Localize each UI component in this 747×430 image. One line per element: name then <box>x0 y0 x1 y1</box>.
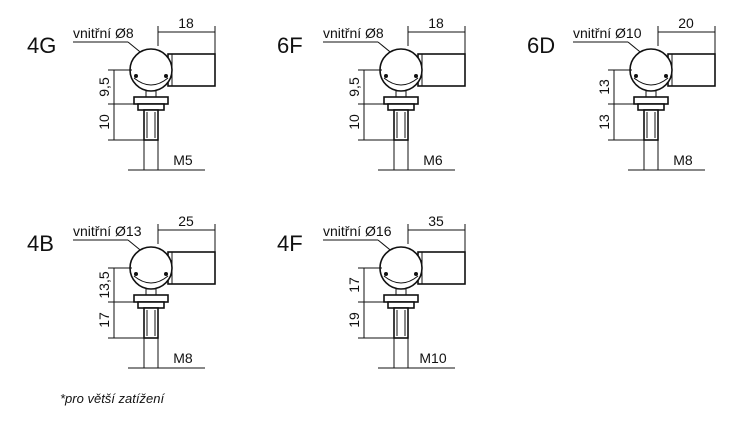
hex-collar <box>633 96 669 105</box>
thread-label: M5 <box>173 152 193 168</box>
ball-detail-right <box>164 74 168 78</box>
lower-height-label: 19 <box>346 312 362 328</box>
ball-detail-left <box>634 74 638 78</box>
washer <box>387 103 415 111</box>
thread-label: M10 <box>419 350 446 366</box>
neck <box>145 288 157 295</box>
hex-collar <box>383 96 419 105</box>
lower-height-label: 17 <box>96 312 112 328</box>
neck <box>145 90 157 97</box>
socket-housing <box>417 53 466 87</box>
thread-label: M6 <box>423 152 443 168</box>
upper-height-label: 17 <box>346 277 362 293</box>
ball-seat-arc <box>383 275 419 284</box>
inner-diameter-label: vnitřní Ø13 <box>73 223 142 239</box>
ball-detail-left <box>134 74 138 78</box>
threaded-stud <box>143 109 159 141</box>
ball-seat-arc <box>133 77 169 86</box>
ball-seat-arc <box>633 77 669 86</box>
upper-height-label: 13,5 <box>96 271 112 298</box>
lower-height-label: 13 <box>596 114 612 130</box>
width-label: 18 <box>428 15 444 31</box>
upper-height-label: 13 <box>596 79 612 95</box>
ball-detail-right <box>164 272 168 276</box>
inner-diameter-label: vnitřní Ø10 <box>573 25 642 41</box>
component-code: 6D <box>527 33 555 58</box>
inner-diameter-label: vnitřní Ø8 <box>73 25 134 41</box>
socket-housing <box>167 251 216 285</box>
upper-height-label: 9,5 <box>346 77 362 97</box>
width-label: 18 <box>178 15 194 31</box>
threaded-stud <box>393 109 409 141</box>
threaded-stud <box>643 109 659 141</box>
component-code: 4B <box>27 231 54 256</box>
ball-detail-left <box>134 272 138 276</box>
upper-height-label: 9,5 <box>96 77 112 97</box>
socket-housing <box>167 53 216 87</box>
neck <box>645 90 657 97</box>
ball-detail-left <box>384 272 388 276</box>
socket-housing <box>667 53 716 87</box>
neck <box>395 288 407 295</box>
component-code: 6F <box>277 33 303 58</box>
washer <box>137 103 165 111</box>
ball-detail-right <box>414 74 418 78</box>
inner-diameter-label: vnitřní Ø16 <box>323 223 392 239</box>
washer <box>637 103 665 111</box>
ball-detail-left <box>384 74 388 78</box>
thread-label: M8 <box>173 350 193 366</box>
footnote: *pro větší zatížení <box>60 391 165 406</box>
component-code: 4G <box>27 33 56 58</box>
threaded-stud <box>143 307 159 339</box>
width-label: 20 <box>678 15 694 31</box>
thread-label: M8 <box>673 152 693 168</box>
inner-diameter-label: vnitřní Ø8 <box>323 25 384 41</box>
component-code: 4F <box>277 231 303 256</box>
hex-collar <box>133 96 169 105</box>
socket-housing <box>417 251 466 285</box>
washer <box>387 301 415 309</box>
hex-collar <box>383 294 419 303</box>
width-label: 25 <box>178 213 194 229</box>
lower-height-label: 10 <box>346 114 362 130</box>
ball-detail-right <box>664 74 668 78</box>
ball-seat-arc <box>133 275 169 284</box>
neck <box>395 90 407 97</box>
width-label: 35 <box>428 213 444 229</box>
lower-height-label: 10 <box>96 114 112 130</box>
ball-detail-right <box>414 272 418 276</box>
threaded-stud <box>393 307 409 339</box>
ball-seat-arc <box>383 77 419 86</box>
washer <box>137 301 165 309</box>
hex-collar <box>133 294 169 303</box>
